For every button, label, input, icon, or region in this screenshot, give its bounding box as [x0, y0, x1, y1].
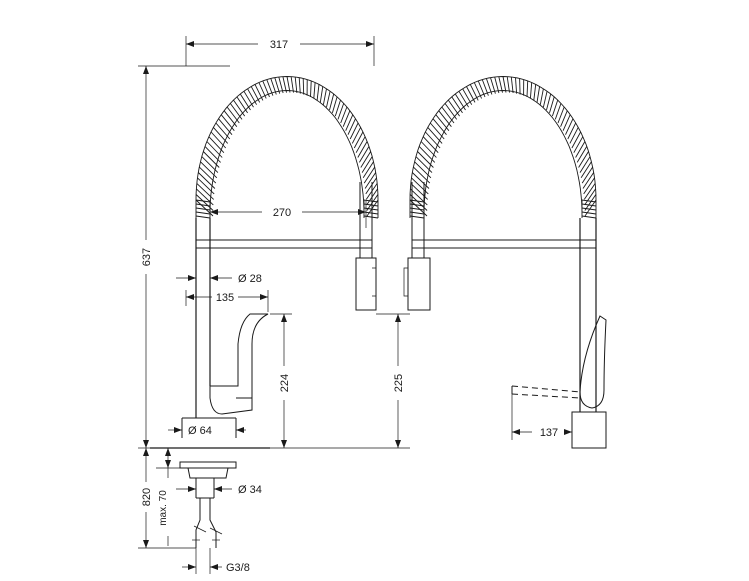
- dim-637: 637: [141, 248, 153, 266]
- dim-224: 224: [279, 374, 291, 392]
- dim-820: 820: [141, 488, 153, 506]
- spring-coil-icon: [195, 76, 379, 219]
- dim-diameter-28: Ø 28: [238, 273, 262, 285]
- dim-137: 137: [540, 427, 558, 439]
- dim-135: 135: [216, 292, 234, 304]
- dim-diameter-64: Ø 64: [188, 425, 212, 437]
- dim-max-70: max. 70: [158, 490, 169, 526]
- dimension-labels: 317 637 270 Ø 28 135 224 225 Ø 64 820 ma…: [141, 39, 558, 574]
- dim-diameter-34: Ø 34: [238, 484, 262, 496]
- dimension-lines: [138, 36, 572, 574]
- right-faucet-view: [403, 182, 607, 449]
- left-faucet-view: [150, 182, 377, 548]
- dim-317: 317: [270, 39, 288, 51]
- spring-coil-icon: [409, 76, 597, 219]
- dim-thread-g38: G3/8: [226, 562, 250, 574]
- dim-225: 225: [393, 374, 405, 392]
- dim-270: 270: [273, 207, 291, 219]
